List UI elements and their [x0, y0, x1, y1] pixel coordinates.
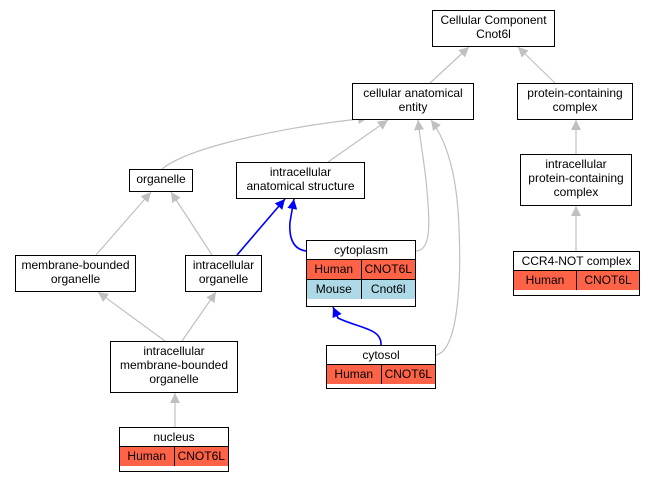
node-title-line: protein-containing	[527, 86, 623, 100]
ortholog-row-human: Human CNOT6L	[307, 259, 415, 279]
node-title-line: intracellular	[269, 165, 332, 179]
edge-is_a-cytosol-to-cellular-anatomical-entity	[430, 119, 461, 356]
ortholog-gene: CNOT6L	[360, 260, 416, 279]
node-title-line: entity	[398, 100, 428, 114]
ortholog-row-human: Human CNOT6L	[514, 270, 639, 290]
edge-is_a-intracellular-membrane-bounded-organelle-to-intracellular-organelle	[181, 291, 217, 342]
edges	[95, 46, 581, 427]
edge-is_a-cytoplasm-to-cellular-anatomical-entity	[414, 119, 430, 252]
node-protein-containing-complex[interactable]: protein-containing complex	[517, 83, 633, 120]
node-cellular-component[interactable]: Cellular Component Cnot6l	[432, 10, 555, 47]
ortholog-gene: Cnot6l	[360, 280, 416, 299]
node-title-line: intracellular	[545, 157, 607, 171]
ortholog-row-mouse: Mouse Cnot6l	[307, 279, 415, 299]
node-organelle[interactable]: organelle	[129, 169, 193, 192]
edge-part_of-cytoplasm-to-intracellular-anatomical-structure	[287, 198, 307, 252]
ortholog-gene: CNOT6L	[173, 447, 229, 466]
edge-is_a-membrane-bounded-organelle-to-organelle	[95, 191, 152, 256]
node-title-line: cytoplasm	[333, 243, 389, 257]
edge-is_a-intracellular-membrane-bounded-organelle-to-membrane-bounded-organelle	[97, 291, 166, 342]
node-title-line: protein-containing	[528, 171, 624, 185]
node-intracellular-protein-containing-complex[interactable]: intracellular protein-containing complex	[520, 154, 632, 206]
node-title-line: cytosol	[362, 348, 400, 362]
node-title-line: Cnot6l	[476, 27, 511, 41]
node-intracellular-organelle[interactable]: intracellular organelle	[185, 255, 262, 292]
ortholog-species: Human	[127, 449, 167, 463]
node-title-line: intracellular	[192, 258, 255, 272]
ortholog-species: Mouse	[315, 282, 352, 296]
node-title-line: membrane-bounded	[21, 258, 130, 272]
edge-is_a-protein-containing-complex-to-cellular-component	[517, 46, 556, 84]
ortholog-species: Human	[314, 262, 354, 276]
node-title-line: complex	[552, 100, 598, 114]
ortholog-row-human: Human CNOT6L	[120, 446, 228, 466]
edge-part_of-cytosol-to-cytoplasm	[332, 306, 382, 346]
node-title-line: complex	[553, 185, 599, 199]
edge-is_a-organelle-to-cellular-anatomical-entity	[161, 114, 369, 170]
node-cytoplasm[interactable]: cytoplasm Human CNOT6L Mouse Cnot6l	[306, 240, 416, 307]
node-cellular-anatomical-entity[interactable]: cellular anatomical entity	[352, 83, 474, 120]
edge-part_of-intracellular-organelle-to-intracellular-anatomical-structure	[236, 198, 286, 256]
node-title-line: cellular anatomical	[363, 86, 463, 100]
edge-is_a-intracellular-anatomical-structure-to-cellular-anatomical-entity	[327, 119, 389, 163]
node-membrane-bounded-organelle[interactable]: membrane-bounded organelle	[15, 255, 136, 292]
node-title-line: nucleus	[153, 430, 195, 444]
node-cytosol[interactable]: cytosol Human CNOT6L	[326, 345, 436, 389]
node-title-line: Cellular Component	[440, 13, 547, 27]
ortholog-species: Human	[334, 367, 374, 381]
ortholog-gene: CNOT6L	[380, 365, 436, 384]
edge-is_a-cellular-anatomical-entity-to-cellular-component	[429, 46, 470, 84]
node-title-line: organelle	[198, 272, 249, 286]
ortholog-row-human: Human CNOT6L	[327, 364, 435, 384]
node-title-line: anatomical structure	[246, 179, 355, 193]
node-title-line: intracellular	[143, 344, 205, 358]
node-title-line: membrane-bounded	[119, 358, 229, 372]
node-title-line: organelle	[136, 172, 186, 186]
edge-is_a-intracellular-organelle-to-organelle	[170, 191, 213, 256]
ortholog-gene: CNOT6L	[576, 271, 639, 290]
node-intracellular-membrane-bounded-organelle[interactable]: intracellular membrane-bounded organelle	[110, 341, 238, 393]
ortholog-species: Human	[525, 273, 565, 287]
node-nucleus[interactable]: nucleus Human CNOT6L	[119, 427, 229, 472]
node-title-line: CCR4-NOT complex	[521, 254, 632, 268]
node-title-line: organelle	[50, 272, 101, 286]
node-title-line: organelle	[149, 372, 199, 386]
node-ccr4-not-complex[interactable]: CCR4-NOT complex Human CNOT6L	[513, 251, 640, 296]
node-intracellular-anatomical-structure[interactable]: intracellular anatomical structure	[236, 162, 365, 199]
